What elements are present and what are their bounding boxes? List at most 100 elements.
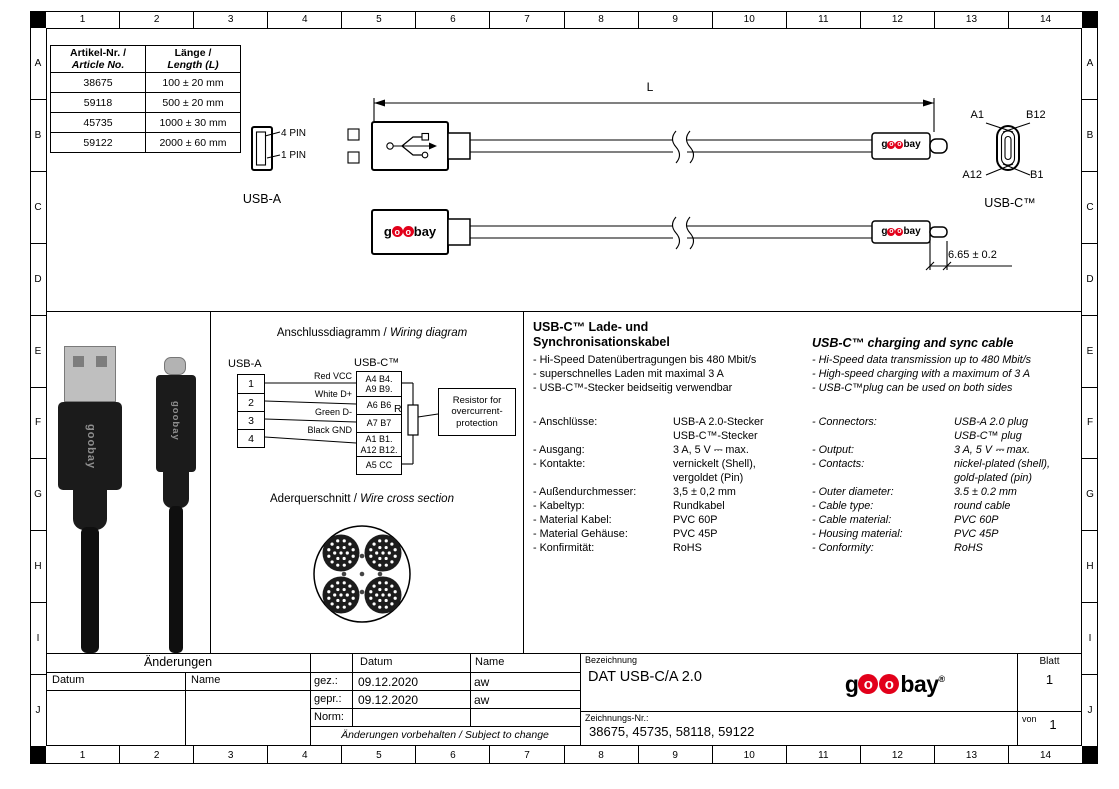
logo-o-icon: o — [391, 226, 403, 237]
titleblock-line — [185, 672, 187, 746]
ruler-row-label: C — [30, 172, 46, 244]
article-length-table: Artikel-Nr. / Article No. Länge / Length… — [50, 45, 241, 153]
section-divider — [46, 311, 1082, 313]
wiring-lines-svg — [264, 382, 439, 465]
titleblock-line — [46, 690, 580, 692]
spec-value: RoHS — [673, 542, 702, 554]
parts-table-cell: 59122 — [50, 132, 146, 153]
spec-row: - Kontakte:vernickelt (Shell), vergoldet… — [533, 457, 809, 485]
gez-date: 09.12.2020 — [358, 675, 419, 689]
ruler-col-label: 8 — [565, 11, 639, 28]
ruler-col-label: 10 — [713, 11, 787, 28]
usbc-pin-cell: A7 B7 — [357, 414, 401, 432]
frame-corner — [30, 746, 46, 764]
spec-label: - Ausgang: — [533, 444, 585, 456]
wiring-usba-pinbox: 1 2 3 4 — [237, 374, 265, 448]
cross-title-de: Aderquerschnitt / — [270, 493, 361, 505]
of-number: 1 — [1049, 717, 1057, 732]
logo-g: g — [383, 224, 392, 239]
pin-b12-label: B12 — [1026, 109, 1046, 121]
col-length-en: Length (L) — [167, 59, 219, 71]
ruler-row-label: D — [30, 244, 46, 316]
titleblock-line — [310, 653, 312, 746]
spec-value: USB-A 2.0 plug USB-C™ plug — [954, 416, 1029, 442]
titleblock-line — [310, 708, 580, 710]
ruler-row-label: J — [35, 705, 41, 717]
pin1-label: 1 PIN — [281, 150, 307, 161]
logo-bay: bay — [413, 224, 437, 239]
spec-row: - Connectors:USB-A 2.0 plug USB-C™ plug — [812, 415, 1080, 443]
ruler-row-label: G — [30, 459, 46, 532]
frame-corner — [30, 11, 46, 28]
drawing-number-value: 38675, 45735, 58118, 59122 — [589, 724, 755, 739]
spec-label: - Cable type: — [812, 500, 874, 512]
usba-shell-hole — [96, 356, 107, 367]
ruler-col-label: 9 — [639, 746, 713, 764]
spec-row: - Conformity:RoHS — [812, 541, 1080, 555]
wire-bundles — [322, 534, 402, 614]
ruler-row-label: H — [30, 531, 46, 604]
specs-en-bullets: - Hi-Speed data transmission up to 480 M… — [812, 353, 1031, 395]
spec-bullet: - superschnelles Laden mit maximal 3 A — [533, 368, 724, 380]
ruler-row-label: I — [1082, 603, 1098, 676]
usbc-pin-cell: A1 B1. A12 B12. — [357, 432, 401, 456]
ruler-row-label: F — [1082, 388, 1098, 460]
resistor-symbol-label: R — [394, 403, 402, 415]
spec-row: - Material Kabel:PVC 60P — [533, 513, 809, 527]
ruler-row-label: D — [1082, 244, 1098, 316]
wire-label-gnd: Black GND — [307, 425, 352, 435]
spec-row: - Material Gehäuse:PVC 45P — [533, 527, 809, 541]
specs-en-title: USB-C™ charging and sync cable — [812, 336, 1014, 350]
ruler-row-label: I — [30, 603, 46, 676]
spec-row: - Contacts:nickel-plated (shell), gold-p… — [812, 457, 1080, 485]
usbc-plug-body — [156, 375, 196, 472]
parts-col-article: Artikel-Nr. / Article No. — [50, 45, 146, 73]
spec-label: - Output: — [812, 444, 855, 456]
spec-value: 3 A, 5 V ⎓ max. — [673, 444, 749, 456]
usb-c-label: USB-C™ — [984, 196, 1036, 210]
cross-title-en: Wire cross section — [360, 493, 454, 505]
ruler-col-label: 5 — [342, 746, 417, 764]
norm-label: Norm: — [314, 711, 344, 723]
spec-label: - Außendurchmesser: — [533, 486, 637, 498]
col-article-de: Artikel-Nr. / — [69, 47, 127, 59]
pin-b1-label: B1 — [1030, 169, 1044, 181]
wiring-usbc-pinbox: A4 B4. A9 B9. A6 B6 A7 B7 A1 B1. A12 B12… — [356, 371, 402, 475]
spec-label: - Conformity: — [812, 542, 874, 554]
ruler-row-label: F — [30, 388, 46, 460]
spec-value: PVC 45P — [673, 528, 718, 540]
section-divider — [210, 311, 212, 653]
logo-g: g — [844, 670, 859, 697]
specs-de-bullets: - Hi-Speed Datenübertragungen bis 480 Mb… — [533, 353, 756, 395]
ruler-row-label: E — [30, 316, 46, 388]
spec-row: - Housing material:PVC 45P — [812, 527, 1080, 541]
titleblock-line — [470, 653, 472, 726]
spec-value: 3.5 ± 0.2 mm — [954, 486, 1017, 498]
logo-bay: bay — [900, 670, 939, 697]
revisions-header: Änderungen — [143, 655, 213, 669]
titleblock-line — [580, 711, 1082, 713]
registered-trademark-icon: ® — [938, 673, 946, 684]
spec-bullet: - Hi-Speed Datenübertragungen bis 480 Mb… — [533, 354, 757, 366]
ruler-col-label: 11 — [787, 11, 861, 28]
ruler-col-label: 6 — [416, 11, 491, 28]
usba-pin-cell: 2 — [238, 393, 264, 411]
of-label: von — [1022, 714, 1037, 724]
spec-value: 3,5 ± 0,2 mm — [673, 486, 736, 498]
titleblock-line — [310, 726, 580, 728]
sheet-label: Blatt — [1039, 656, 1060, 667]
name-column-header: Name — [475, 656, 505, 668]
spec-bullet: - USB-C™-Stecker beidseitig verwendbar — [533, 382, 733, 394]
spec-row: - Output:3 A, 5 V ⎓ max. — [812, 443, 1080, 457]
parts-table-cell: 500 ± 20 mm — [145, 92, 241, 113]
ruler-col-label: 12 — [861, 746, 935, 764]
spec-value: USB-A 2.0-Stecker USB-C™-Stecker — [673, 416, 764, 442]
pin-a12-label: A12 — [962, 169, 982, 181]
ruler-row-label: C — [1082, 172, 1098, 244]
usba-shell-hole — [73, 356, 84, 367]
spec-value: vernickelt (Shell), vergoldet (Pin) — [673, 458, 756, 484]
spec-row: - Konfirmität:RoHS — [533, 541, 809, 555]
